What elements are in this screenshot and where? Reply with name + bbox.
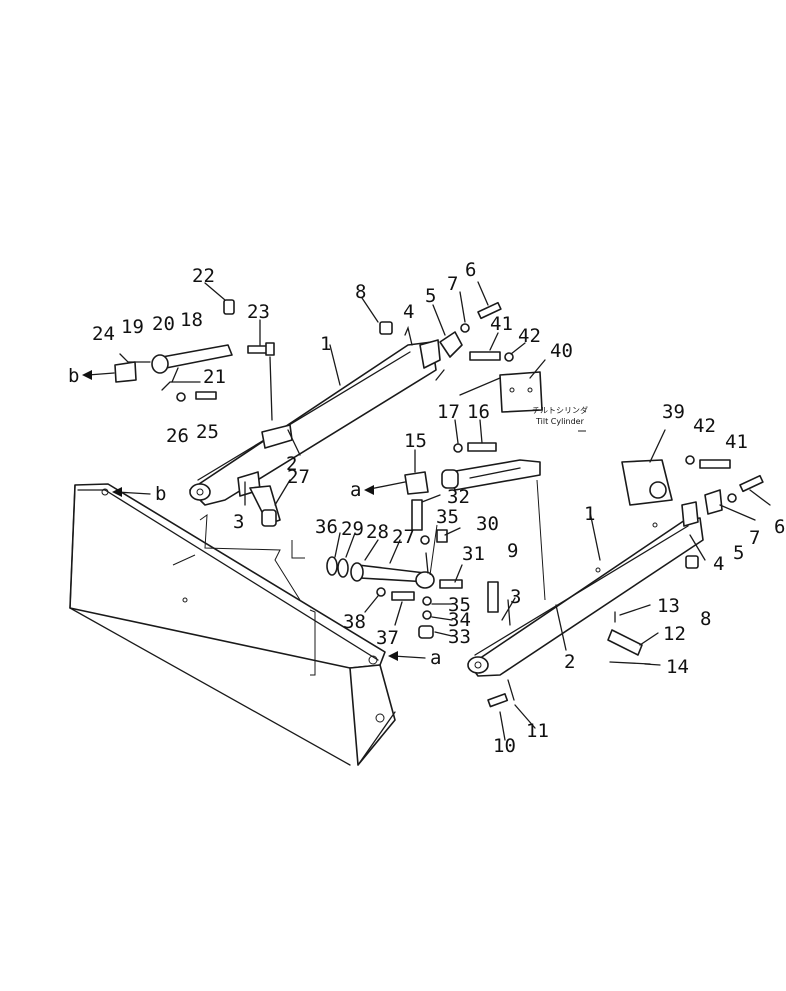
reference-letters: b b a a <box>68 365 441 669</box>
callout-40: 40 <box>550 340 573 362</box>
leader-lines <box>119 281 771 741</box>
note-english: Tilt Cylinder <box>535 417 585 426</box>
callout-22: 22 <box>192 265 215 287</box>
callout-38: 38 <box>343 611 366 633</box>
callout-9: 9 <box>507 540 518 562</box>
callout-30: 30 <box>476 513 499 535</box>
callout-20: 20 <box>152 313 175 335</box>
push-arm-left <box>189 339 441 506</box>
callout-8-left: 8 <box>355 281 366 303</box>
callout-13: 13 <box>657 595 680 617</box>
callout-25: 25 <box>196 421 219 443</box>
callout-39: 39 <box>662 401 685 423</box>
ref-a-center: a <box>350 479 361 501</box>
callout-labels: 22 23 24 19 20 18 21 26 25 1 8 4 5 7 6 4… <box>92 259 785 757</box>
tilt-cylinder-note: チルトシリンダ Tilt Cylinder <box>532 405 588 432</box>
callout-4-right: 4 <box>713 553 724 575</box>
callout-26: 26 <box>166 425 189 447</box>
callout-7-left: 7 <box>447 273 458 295</box>
callout-3-right: 3 <box>510 586 521 608</box>
callout-29: 29 <box>341 518 364 540</box>
callout-2-right: 2 <box>564 651 575 673</box>
callout-16: 16 <box>467 401 490 423</box>
reference-arrows <box>82 370 426 661</box>
callout-6-left: 6 <box>465 259 476 281</box>
callout-41-right: 41 <box>725 431 748 453</box>
callout-23: 23 <box>247 301 270 323</box>
callout-1-right: 1 <box>584 503 595 525</box>
callout-4-left: 4 <box>403 301 414 323</box>
tilt-cylinder <box>441 459 546 601</box>
callout-18: 18 <box>180 309 203 331</box>
callout-15: 15 <box>404 430 427 452</box>
callout-24: 24 <box>92 323 115 345</box>
callout-36: 36 <box>315 516 338 538</box>
callout-32: 32 <box>447 486 470 508</box>
callout-5-left: 5 <box>425 285 436 307</box>
callout-10: 10 <box>493 735 516 757</box>
callout-12: 12 <box>663 623 686 645</box>
push-arm-right <box>467 501 704 677</box>
callout-6-right: 6 <box>774 516 785 538</box>
callout-42-right: 42 <box>693 415 716 437</box>
callout-33: 33 <box>448 626 471 648</box>
callout-11: 11 <box>526 720 549 742</box>
callout-8-right: 8 <box>700 608 711 630</box>
callout-37: 37 <box>376 627 399 649</box>
blade <box>69 483 396 766</box>
ref-a-blade: a <box>430 647 441 669</box>
brace-left <box>237 471 281 527</box>
callout-35-top: 35 <box>436 506 459 528</box>
callout-5-right: 5 <box>733 542 744 564</box>
callout-19: 19 <box>121 316 144 338</box>
note-japanese: チルトシリンダ <box>532 405 588 415</box>
callout-31: 31 <box>462 543 485 565</box>
callout-2-left: 2 <box>286 453 297 475</box>
callout-1-left: 1 <box>320 333 331 355</box>
callout-42-left: 42 <box>518 325 541 347</box>
callout-41-left: 41 <box>490 313 513 335</box>
callout-28: 28 <box>366 521 389 543</box>
brace-center <box>350 524 438 589</box>
callout-7-right: 7 <box>749 527 760 549</box>
ref-b-blade: b <box>155 483 166 505</box>
callout-17: 17 <box>437 401 460 423</box>
callout-27-left: 27 <box>287 466 310 488</box>
callout-21: 21 <box>203 366 226 388</box>
callout-14: 14 <box>666 656 689 678</box>
callout-27-center: 27 <box>392 526 415 548</box>
small-parts <box>114 299 764 708</box>
ref-b-top: b <box>68 365 79 387</box>
callout-3-left: 3 <box>233 511 244 533</box>
callout-35-bottom: 35 <box>448 594 471 616</box>
callout-34: 34 <box>448 609 471 631</box>
